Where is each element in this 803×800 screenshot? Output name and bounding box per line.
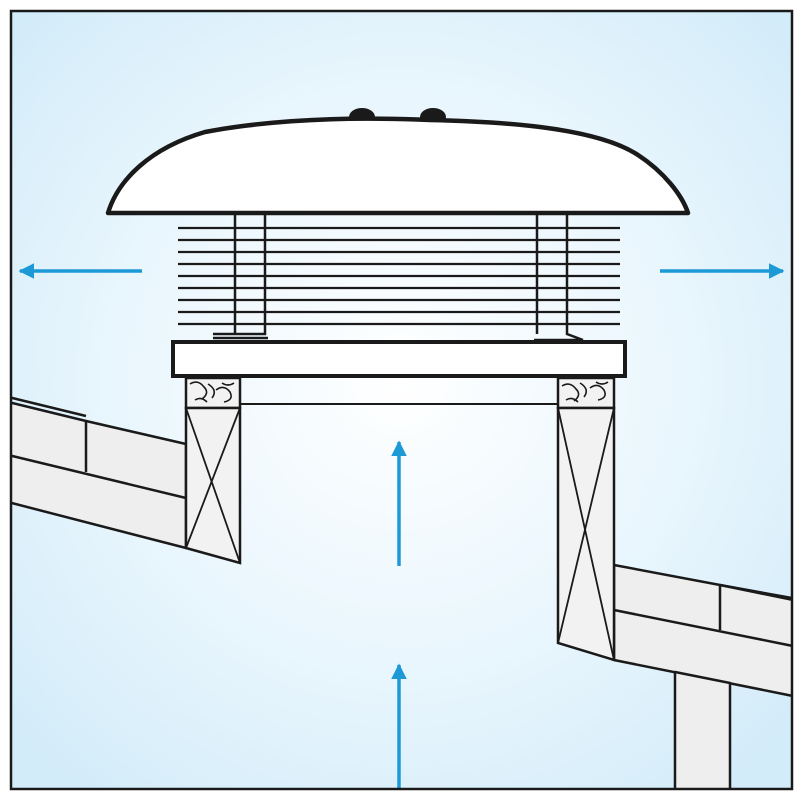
louver-slats — [178, 226, 620, 326]
right-rafter — [673, 670, 732, 789]
cap-hood — [105, 116, 691, 216]
left-curb-post — [184, 376, 242, 565]
right-curb-post — [556, 376, 616, 662]
ventilator-cap — [105, 108, 691, 216]
scene — [11, 108, 792, 789]
airflow-arrows — [18, 263, 785, 789]
right-roof — [612, 563, 792, 789]
left-bracket — [213, 214, 268, 340]
frame-border — [9, 9, 794, 791]
base-plate — [171, 340, 627, 378]
